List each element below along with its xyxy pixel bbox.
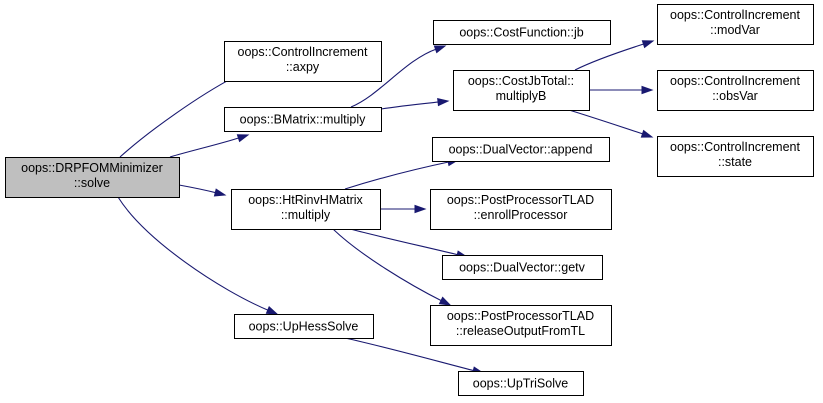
node-box <box>432 137 610 162</box>
node-box <box>433 20 611 45</box>
node-costjbtotal-multiplyb[interactable]: oops::CostJbTotal::multiplyB <box>453 70 590 111</box>
node-box <box>453 70 590 111</box>
arrowhead-icon <box>433 45 447 54</box>
node-costfunction-jb[interactable]: oops::CostFunction::jb <box>433 20 611 45</box>
node-label-line: ::releaseOutputFromTL <box>456 324 585 338</box>
edge-costjbtotal_multiplyb-to-ci_state <box>568 109 654 138</box>
edge-line <box>344 161 450 190</box>
node-label-line: multiplyB <box>496 89 547 103</box>
arrowhead-icon <box>236 134 250 143</box>
node-label-line: ::solve <box>74 176 110 190</box>
node-label-line: oops::UpTriSolve <box>473 377 568 391</box>
node-label-line: ::axpy <box>286 60 320 74</box>
node-label-line: oops::DRPFOMMinimizer <box>21 161 163 175</box>
node-layer: oops::DRPFOMMinimizer::solve oops::Contro… <box>5 4 814 396</box>
node-label-line: oops::ControlIncrement <box>238 45 368 59</box>
edge-drpfom_solve-to-htrinvh_multiply <box>178 184 227 197</box>
node-pptlad-release[interactable]: oops::PostProcessorTLAD::releaseOutputFr… <box>430 305 612 346</box>
node-label-line: oops::ControlIncrement <box>670 8 800 22</box>
edge-line <box>119 76 235 158</box>
node-label-line: ::obsVar <box>712 89 758 103</box>
node-label-line: oops::BMatrix::multiply <box>240 113 366 127</box>
arrowhead-icon <box>213 188 227 197</box>
node-label-line: ::enrollProcessor <box>474 208 568 222</box>
arrowhead-icon <box>641 40 655 49</box>
node-label-line: oops::PostProcessorTLAD <box>447 309 594 323</box>
edge-line <box>380 101 440 110</box>
edge-line <box>568 109 644 135</box>
edge-line <box>574 43 645 71</box>
node-uptrisolve[interactable]: oops::UpTriSolve <box>458 371 584 396</box>
node-pptlad-enroll[interactable]: oops::PostProcessorTLAD::enrollProcessor <box>430 189 612 230</box>
edge-line <box>178 184 217 194</box>
arrowhead-icon <box>265 306 279 315</box>
node-ci-modvar[interactable]: oops::ControlIncrement::modVar <box>657 4 814 45</box>
node-label-line: oops::DualVector::getv <box>459 261 586 275</box>
node-box <box>430 305 612 346</box>
edge-line <box>332 228 443 302</box>
arrowhead-icon <box>414 204 427 214</box>
edge-line <box>117 196 269 312</box>
node-box <box>224 107 382 132</box>
node-label-line: ::multiply <box>281 208 331 222</box>
edge-line <box>350 48 437 108</box>
edge-bmatrix_multiply-to-costfunction_jb <box>350 45 447 108</box>
node-dualvector-append[interactable]: oops::DualVector::append <box>432 137 610 162</box>
node-uphesssolve[interactable]: oops::UpHessSolve <box>234 314 374 339</box>
node-box <box>657 70 814 111</box>
node-label-line: oops::ControlIncrement <box>670 140 800 154</box>
node-box <box>5 157 180 198</box>
node-box <box>224 41 382 82</box>
node-box <box>458 371 584 396</box>
edge-htrinvh_multiply-to-dualvector_append <box>344 158 460 190</box>
node-box <box>430 189 612 230</box>
edge-htrinvh_multiply-to-pptlad_release <box>332 228 452 306</box>
edge-htrinvh_multiply-to-pptlad_enroll <box>380 204 427 214</box>
edge-bmatrix_multiply-to-costjbtotal_multiplyb <box>380 97 450 110</box>
node-box <box>231 189 381 230</box>
node-ci-axpy[interactable]: oops::ControlIncrement::axpy <box>224 41 382 82</box>
node-bmatrix-multiply[interactable]: oops::BMatrix::multiply <box>224 107 382 132</box>
arrowhead-icon <box>641 85 654 95</box>
node-box <box>657 136 814 177</box>
edge-drpfom_solve-to-uphesssolve <box>117 196 279 315</box>
node-label-line: oops::CostJbTotal:: <box>468 74 574 88</box>
node-label-line: ::modVar <box>710 23 760 37</box>
node-ci-obsvar[interactable]: oops::ControlIncrement::obsVar <box>657 70 814 111</box>
edge-drpfom_solve-to-bmatrix_multiply <box>169 134 250 158</box>
node-label-line: ::state <box>718 155 752 169</box>
edge-line <box>349 228 459 256</box>
edge-line <box>169 137 240 158</box>
node-box <box>657 4 814 45</box>
edge-costjbtotal_multiplyb-to-ci_obsvar <box>589 85 654 95</box>
arrowhead-icon <box>438 296 452 306</box>
edge-htrinvh_multiply-to-dualvector_getv <box>349 228 469 259</box>
node-label-line: oops::ControlIncrement <box>670 74 800 88</box>
node-drpfom-solve: oops::DRPFOMMinimizer::solve <box>5 157 180 198</box>
node-ci-state[interactable]: oops::ControlIncrement::state <box>657 136 814 177</box>
node-label-line: oops::HtRinvHMatrix <box>248 193 363 207</box>
node-htrinvh-multiply[interactable]: oops::HtRinvHMatrix::multiply <box>231 189 381 230</box>
edge-drpfom_solve-to-ci_axpy <box>119 72 244 158</box>
node-label-line: oops::DualVector::append <box>449 143 593 157</box>
node-box <box>234 314 374 339</box>
edge-line <box>344 337 475 372</box>
arrowhead-icon <box>437 97 450 107</box>
node-dualvector-getv[interactable]: oops::DualVector::getv <box>442 255 603 280</box>
edge-costjbtotal_multiplyb-to-ci_modvar <box>574 40 655 71</box>
node-label-line: oops::CostFunction::jb <box>459 26 583 40</box>
arrowhead-icon <box>640 129 654 138</box>
node-label-line: oops::UpHessSolve <box>249 320 359 334</box>
node-label-line: oops::PostProcessorTLAD <box>447 193 594 207</box>
node-box <box>442 255 603 280</box>
